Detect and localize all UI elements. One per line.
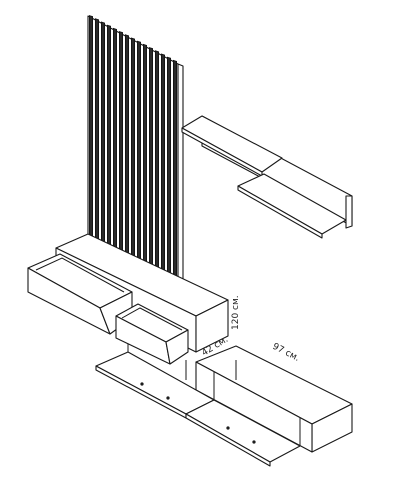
slat [160,53,166,278]
slat [107,24,111,249]
slat [130,37,136,262]
slatted-wall-panel [87,15,184,289]
dimension-height-label: 120 см. [231,295,241,330]
dimension-width-label: 97 см. [271,342,301,364]
slat [101,21,105,246]
slat [166,56,172,281]
slat [113,27,117,252]
left-drawer [27,253,133,335]
slat [95,18,99,243]
slat [148,47,154,272]
slat [142,43,148,268]
slat [125,34,130,259]
right-drawer [115,303,189,365]
slat [172,59,178,284]
slat-group [89,15,178,284]
slat [136,40,142,265]
right-flap-door [185,399,301,467]
slat [89,15,93,240]
slat [119,31,123,256]
low-tv-cabinet [95,345,353,467]
console-with-two-drawers [27,233,229,380]
floating-wall-shelf [181,115,353,239]
slat [154,50,160,275]
